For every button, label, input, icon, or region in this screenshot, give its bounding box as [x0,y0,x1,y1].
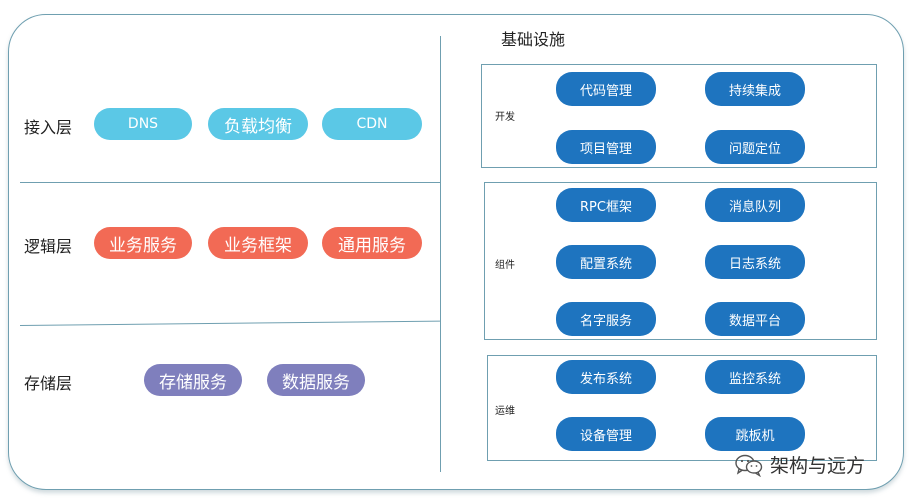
center-divider [440,36,441,472]
tag-rpc-framework: RPC框架 [556,188,656,222]
tag-naming-service: 名字服务 [556,302,656,336]
group-box-ops [487,355,877,461]
tag-release-system: 发布系统 [556,360,656,394]
node-business-framework: 业务框架 [208,227,308,259]
tag-project-management: 项目管理 [556,130,656,164]
tag-continuous-integration: 持续集成 [705,72,805,106]
node-common-service: 通用服务 [322,227,422,259]
group-box-dev [481,64,877,168]
node-storage-service: 存储服务 [144,364,242,396]
node-dns: DNS [94,108,192,140]
tag-device-management: 设备管理 [556,417,656,451]
watermark-text: 架构与远方 [770,455,866,477]
group-box-components [484,182,877,340]
layer-label-storage: 存储层 [24,374,73,393]
tag-data-platform: 数据平台 [705,302,805,336]
tag-code-management: 代码管理 [556,72,656,106]
node-data-service: 数据服务 [267,364,365,396]
wechat-icon [735,454,763,477]
watermark: 架构与远方 [734,451,865,478]
group-label-components: 组件 [495,260,515,271]
tag-issue-locating: 问题定位 [705,130,805,164]
tag-jump-server: 跳板机 [705,417,805,451]
layer-label-access: 接入层 [24,118,73,137]
group-label-ops: 运维 [495,406,515,417]
node-load-balancing: 负载均衡 [208,108,308,140]
infra-title: 基础设施 [501,30,566,49]
tag-log-system: 日志系统 [705,245,805,279]
node-business-service: 业务服务 [94,227,192,259]
tag-config-system: 配置系统 [556,245,656,279]
layer-divider-1 [20,182,440,183]
tag-message-queue: 消息队列 [705,188,805,222]
group-label-dev: 开发 [495,112,515,123]
layer-label-logic: 逻辑层 [24,237,73,256]
node-cdn: CDN [322,108,422,140]
tag-monitoring-system: 监控系统 [705,360,805,394]
